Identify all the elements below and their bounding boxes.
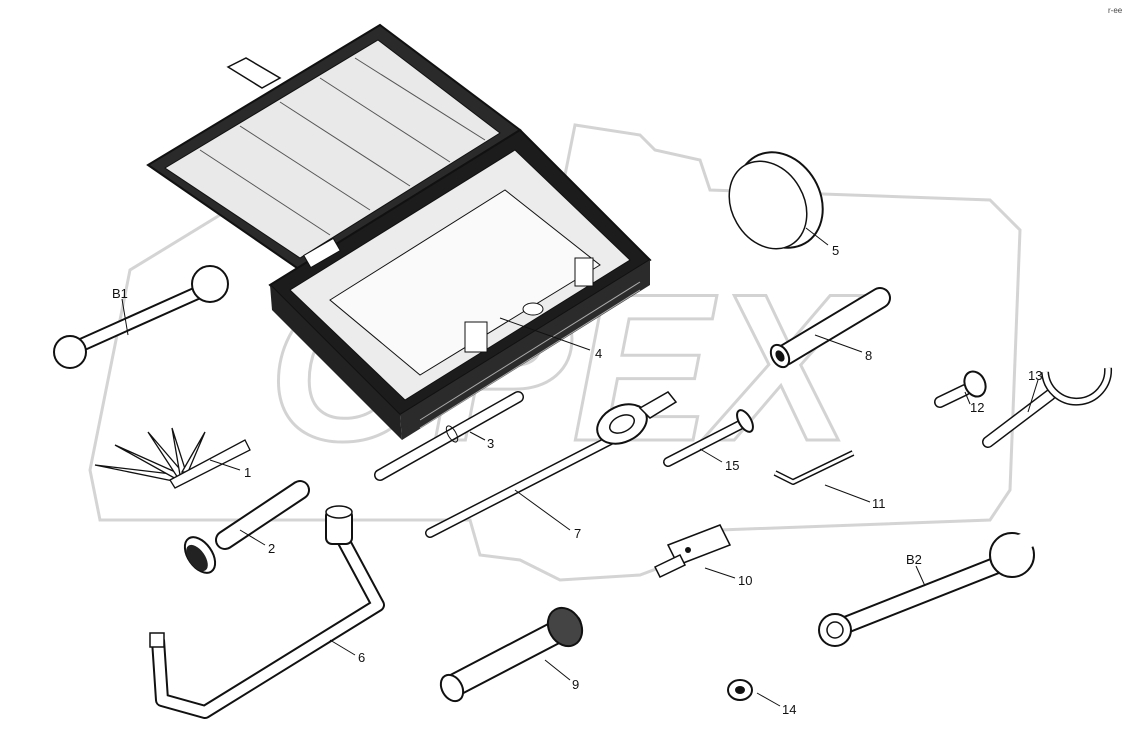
label-9: 9 (572, 677, 579, 692)
grease-gun-drawing (183, 480, 310, 574)
label-5: 5 (832, 243, 839, 258)
spanner-handle-drawing (425, 391, 678, 538)
label-7: 7 (574, 526, 581, 541)
pin-drawing (663, 409, 754, 467)
combination-wrench-b2-drawing (818, 529, 1038, 647)
hex-key-drawing (773, 450, 855, 485)
label-6: 6 (358, 650, 365, 665)
label-B1: B1 (112, 286, 128, 301)
feeler-gauge-drawing (94, 427, 251, 489)
socket-wrench-drawing (769, 287, 891, 369)
blade-drawing (653, 524, 732, 578)
part-labels: B1 1 2 3 4 5 6 7 8 9 10 11 12 13 14 15 B… (112, 243, 1042, 717)
open-end-wrench-b1-drawing (53, 265, 229, 369)
label-1: 1 (244, 465, 251, 480)
bolt-drawing (934, 370, 987, 408)
label-3: 3 (487, 436, 494, 451)
corner-mark: r-ee (1108, 6, 1123, 15)
leader-lines (121, 227, 1039, 707)
label-10: 10 (738, 573, 752, 588)
label-11: 11 (872, 496, 886, 511)
label-2: 2 (268, 541, 275, 556)
label-8: 8 (865, 348, 872, 363)
label-4: 4 (595, 346, 602, 361)
wheel-brace-drawing (149, 505, 385, 719)
hook-wrench-drawing (982, 367, 1113, 448)
bar-drawing (374, 391, 524, 481)
label-B2: B2 (906, 552, 922, 567)
label-13: 13 (1028, 368, 1042, 383)
cap-drawing (728, 151, 824, 250)
label-12: 12 (970, 400, 984, 415)
label-14: 14 (782, 702, 796, 717)
toolbox-drawing (146, 23, 652, 440)
label-15: 15 (725, 458, 739, 473)
nut-drawing (727, 679, 753, 701)
spark-plug-wrench-drawing (439, 606, 584, 703)
